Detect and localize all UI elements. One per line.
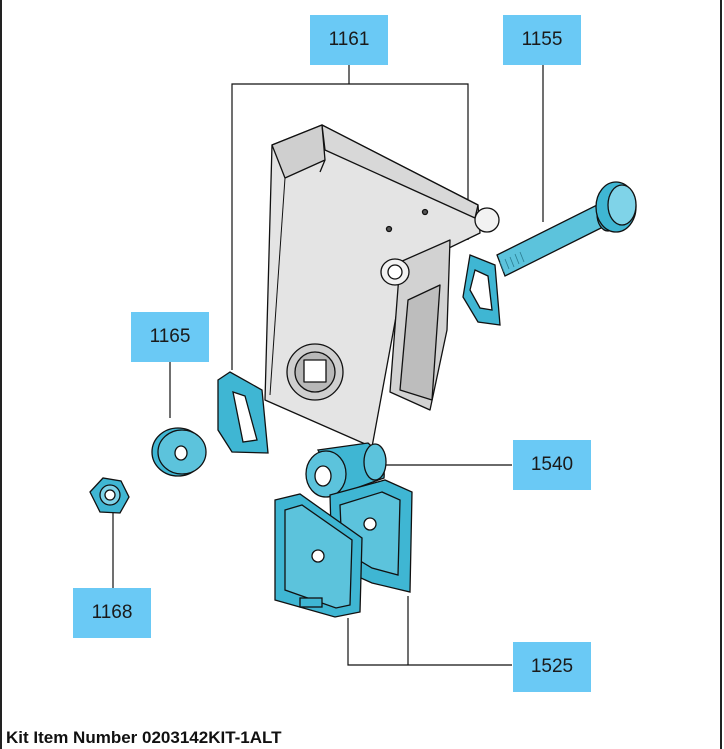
shim-1161-left <box>217 371 269 454</box>
kit-item-number-caption: Kit Item Number 0203142KIT-1ALT <box>6 728 282 747</box>
callout-1161: 1161 <box>310 15 388 65</box>
housing-bracket <box>264 124 500 448</box>
callout-1155: 1155 <box>503 15 581 65</box>
callout-1165: 1165 <box>131 312 209 362</box>
washer-1165 <box>151 427 207 477</box>
pad-1525-front <box>274 493 363 618</box>
shim-1161-right <box>462 254 501 326</box>
bushing-1540 <box>305 442 387 498</box>
nut-1168 <box>89 477 130 514</box>
callout-1168: 1168 <box>73 588 151 638</box>
callout-1540: 1540 <box>513 440 591 490</box>
leader-lines <box>112 65 544 666</box>
callout-1525: 1525 <box>513 642 591 692</box>
bolt-1155 <box>496 181 637 277</box>
